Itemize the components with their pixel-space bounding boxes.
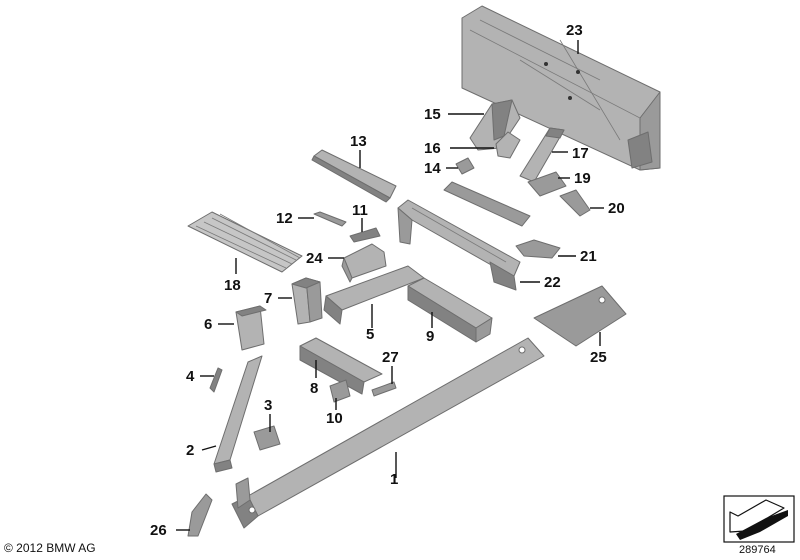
part-10-bracket[interactable]: [329, 379, 351, 403]
part-14-clip[interactable]: [455, 157, 475, 175]
label-part-6: 6: [204, 316, 212, 333]
part-17-strut[interactable]: [519, 127, 565, 183]
part-13-rail[interactable]: [311, 149, 397, 203]
label-part-25: 25: [590, 349, 607, 366]
label-part-24: 24: [306, 250, 323, 267]
label-part-1: 1: [390, 471, 398, 488]
label-part-13: 13: [350, 133, 367, 150]
part-24-bracket[interactable]: [341, 243, 387, 283]
label-part-10: 10: [326, 410, 343, 427]
part-12-strip[interactable]: [313, 211, 347, 227]
label-part-23: 23: [566, 22, 583, 39]
part-18-floor-panel[interactable]: [187, 211, 303, 273]
part-8-channel[interactable]: [299, 337, 383, 395]
label-part-11: 11: [352, 202, 368, 219]
label-part-8: 8: [310, 380, 318, 397]
label-part-7: 7: [264, 290, 272, 307]
orientation-indicator: [723, 495, 795, 543]
part-16-plate[interactable]: [495, 131, 521, 159]
part-2-pillar[interactable]: [213, 355, 263, 473]
label-part-19: 19: [574, 170, 591, 187]
label-part-17: 17: [572, 145, 589, 162]
label-part-12: 12: [276, 210, 293, 227]
part-27-clip[interactable]: [371, 381, 397, 397]
part-6-post[interactable]: [235, 305, 267, 351]
part-1-side-member[interactable]: [231, 337, 545, 529]
label-part-9: 9: [426, 328, 434, 345]
part-25-plate[interactable]: [533, 285, 627, 347]
part-3-bracket[interactable]: [253, 425, 281, 451]
part-11-tab[interactable]: [349, 227, 381, 243]
part-21-bracket[interactable]: [515, 239, 561, 259]
part-23-rear-panel[interactable]: [461, 5, 661, 171]
part-19-bracket[interactable]: [527, 171, 567, 197]
label-part-3: 3: [264, 397, 272, 414]
part-9-channel[interactable]: [407, 277, 493, 343]
part-labels: 1 2 3 4 5 6 7 8 9 10 11 12 13 14 15 16 1…: [150, 22, 625, 539]
label-part-2: 2: [186, 442, 194, 459]
label-part-26: 26: [150, 522, 167, 539]
copyright-text: © 2012 BMW AG: [4, 541, 96, 555]
part-7-post[interactable]: [291, 277, 323, 325]
figure-number: 289764: [739, 544, 776, 556]
label-part-5: 5: [366, 326, 374, 343]
label-part-20: 20: [608, 200, 625, 217]
label-part-4: 4: [186, 368, 195, 385]
part-26-bracket[interactable]: [187, 493, 213, 537]
label-part-16: 16: [424, 140, 441, 157]
part-4-clip[interactable]: [209, 367, 223, 393]
part-20-bracket[interactable]: [559, 189, 591, 217]
label-part-14: 14: [424, 160, 441, 177]
label-part-18: 18: [224, 277, 241, 294]
label-part-15: 15: [424, 106, 441, 123]
part-22-crossmember[interactable]: [397, 181, 531, 291]
label-part-27: 27: [382, 349, 399, 366]
leader-lines: [176, 40, 604, 531]
label-part-22: 22: [544, 274, 561, 291]
label-part-21: 21: [580, 248, 597, 265]
